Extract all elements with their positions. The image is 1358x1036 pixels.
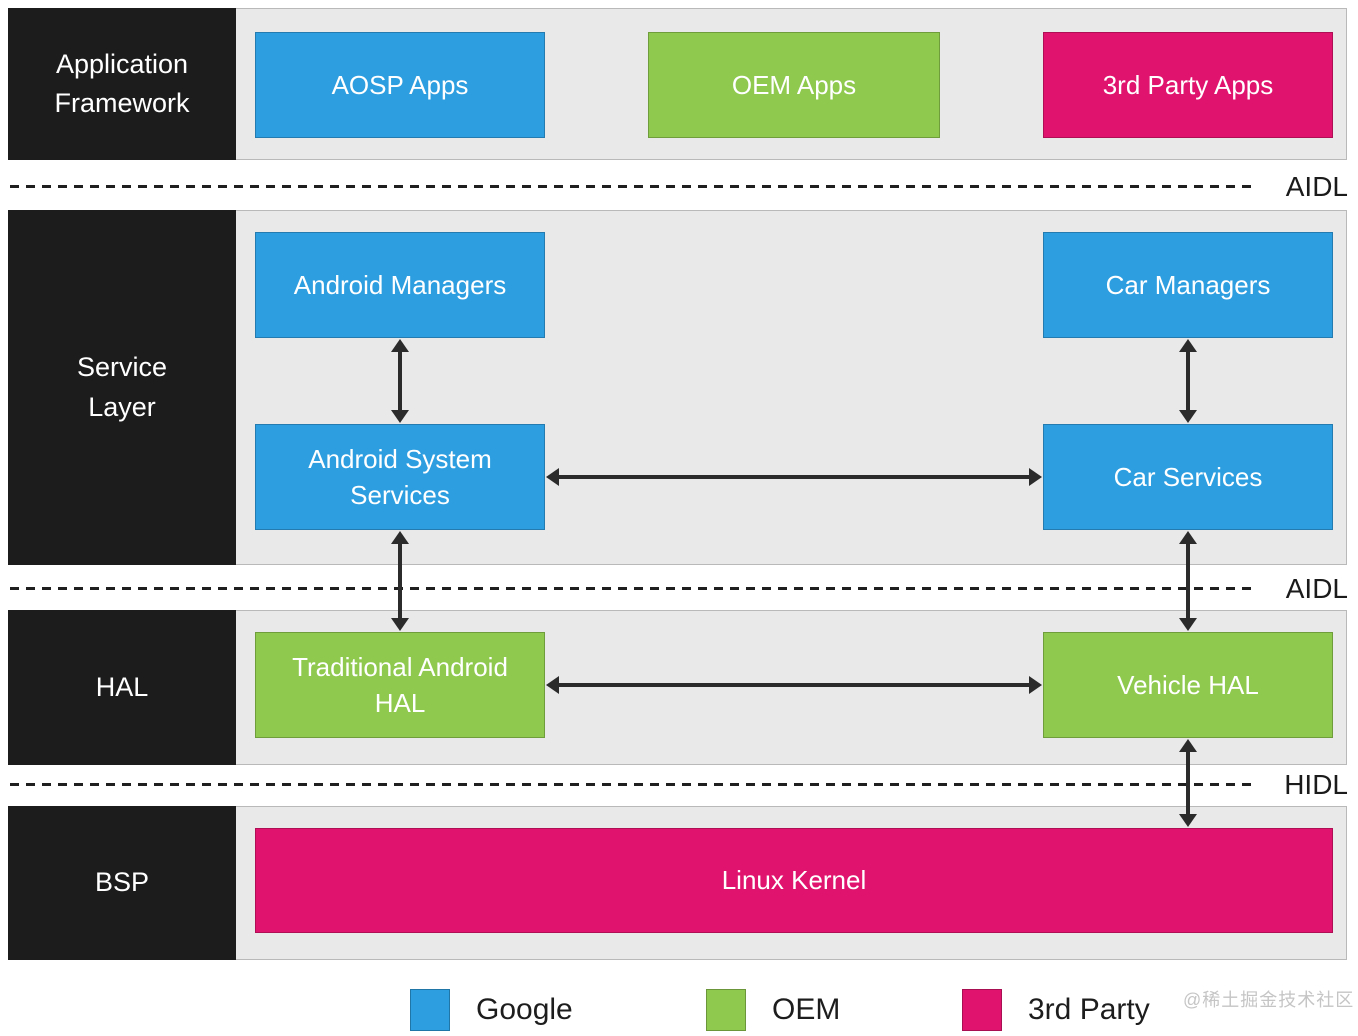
- arrowhead-left-icon: [546, 676, 559, 694]
- separator-aidl-top: AIDL: [10, 171, 1348, 203]
- arrow-vehicle-hal-linux-kernel: [1179, 739, 1197, 827]
- separator-hidl: HIDL: [10, 769, 1348, 801]
- sidebar-label-hal: HAL: [95, 671, 149, 702]
- legend-label-oem: OEM: [772, 993, 841, 1026]
- sidebar-hal: HAL: [8, 610, 236, 765]
- arrow-traditional-hal-vehicle-hal: [546, 676, 1042, 694]
- box-linux-kernel: Linux Kernel: [255, 828, 1333, 933]
- box-label-linux-kernel: Linux Kernel: [721, 865, 867, 896]
- box-android-system-services: Android System Services: [255, 424, 545, 530]
- arrowhead-up-icon: [391, 531, 409, 544]
- dashed-line: [10, 185, 1253, 188]
- legend-swatch-oem: [706, 989, 746, 1031]
- arrow-car-services-vehicle-hal: [1179, 531, 1197, 631]
- arrowhead-up-icon: [391, 339, 409, 352]
- box-third-party-apps: 3rd Party Apps: [1043, 32, 1333, 138]
- arrowhead-left-icon: [546, 468, 559, 486]
- separator-label-hidl: HIDL: [1284, 769, 1348, 800]
- arrowhead-up-icon: [1179, 339, 1197, 352]
- box-vehicle-hal: Vehicle HAL: [1043, 632, 1333, 738]
- arrow-car-managers-car-services: [1179, 339, 1197, 423]
- box-label-car-managers: Car Managers: [1105, 269, 1271, 300]
- box-label-traditional-android-hal: Traditional Android HAL: [292, 651, 508, 718]
- arrowhead-up-icon: [1179, 739, 1197, 752]
- arrowhead-down-icon: [1179, 410, 1197, 423]
- legend-item-google: Google: [410, 988, 573, 1032]
- separator-aidl-middle: AIDL: [10, 573, 1348, 605]
- box-car-services: Car Services: [1043, 424, 1333, 530]
- arrowhead-down-icon: [391, 410, 409, 423]
- box-label-android-managers: Android Managers: [293, 269, 507, 300]
- legend-swatch-google: [410, 989, 450, 1031]
- arrow-android-managers-system-services: [391, 339, 409, 423]
- box-traditional-android-hal: Traditional Android HAL: [255, 632, 545, 738]
- sidebar-bsp: BSP: [8, 806, 236, 960]
- box-label-android-system-services: Android System Services: [308, 443, 492, 510]
- box-car-managers: Car Managers: [1043, 232, 1333, 338]
- box-label-vehicle-hal: Vehicle HAL: [1117, 669, 1259, 700]
- legend-label-third-party: 3rd Party: [1028, 993, 1150, 1026]
- arrowhead-down-icon: [391, 618, 409, 631]
- legend-swatch-third-party: [962, 989, 1002, 1031]
- dashed-line: [10, 783, 1253, 786]
- watermark: @稀土掘金技术社区: [1183, 990, 1355, 1010]
- box-android-managers: Android Managers: [255, 232, 545, 338]
- arrow-system-services-car-services: [546, 468, 1042, 486]
- dashed-line: [10, 587, 1253, 590]
- arrowhead-down-icon: [1179, 618, 1197, 631]
- box-label-third-party-apps: 3rd Party Apps: [1102, 69, 1274, 100]
- arrow-system-services-traditional-hal: [391, 531, 409, 631]
- arrowhead-down-icon: [1179, 814, 1197, 827]
- sidebar-label-service-layer: Service Layer: [76, 352, 168, 422]
- sidebar-label-application-framework: Application Framework: [54, 48, 190, 118]
- sidebar-application-framework: Application Framework: [8, 8, 236, 160]
- separator-label-aidl-middle: AIDL: [1285, 573, 1348, 604]
- box-label-car-services: Car Services: [1113, 461, 1263, 492]
- arrowhead-up-icon: [1179, 531, 1197, 544]
- box-aosp-apps: AOSP Apps: [255, 32, 545, 138]
- box-oem-apps: OEM Apps: [648, 32, 940, 138]
- box-label-oem-apps: OEM Apps: [731, 69, 857, 100]
- sidebar-label-bsp: BSP: [94, 867, 150, 898]
- legend-item-third-party: 3rd Party: [962, 988, 1150, 1032]
- separator-label-aidl-top: AIDL: [1285, 171, 1348, 202]
- legend-item-oem: OEM: [706, 988, 840, 1032]
- box-label-aosp-apps: AOSP Apps: [331, 69, 469, 100]
- arrowhead-right-icon: [1029, 676, 1042, 694]
- sidebar-service-layer: Service Layer: [8, 210, 236, 565]
- arrowhead-right-icon: [1029, 468, 1042, 486]
- legend-label-google: Google: [476, 993, 573, 1026]
